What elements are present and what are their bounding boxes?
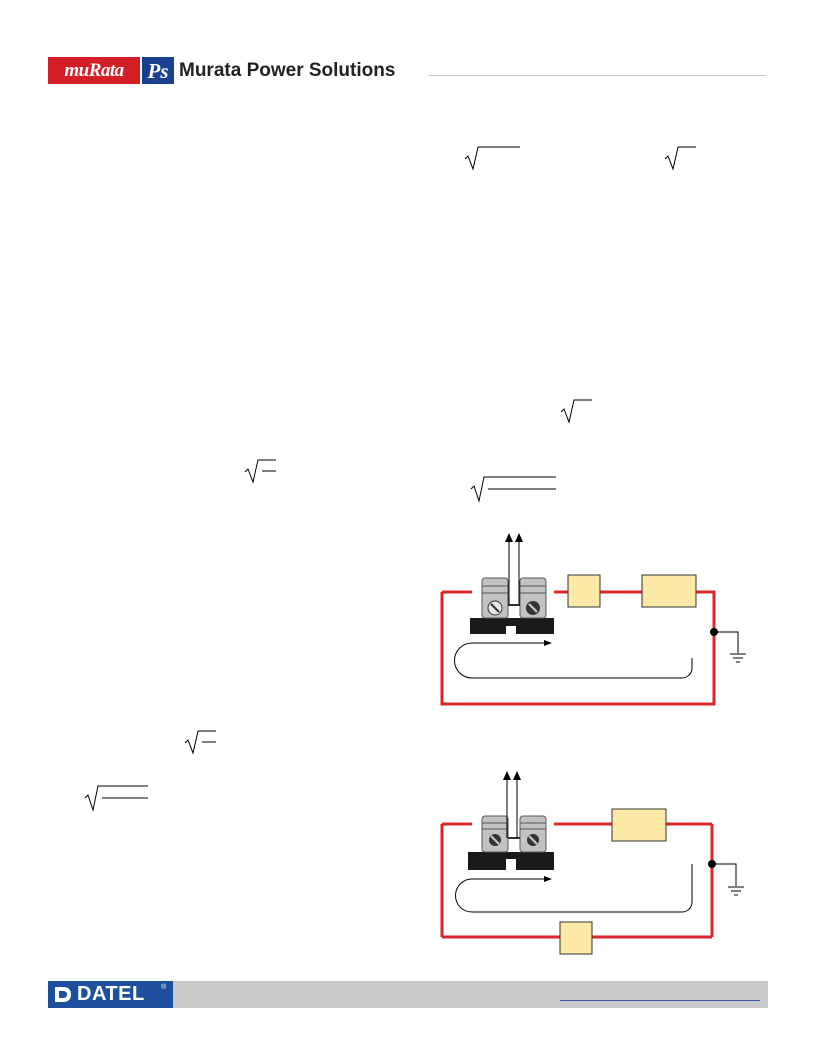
component-box <box>641 574 697 608</box>
datel-logo: DATEL ® <box>48 981 173 1008</box>
component-box <box>559 921 593 955</box>
circuit-wire <box>440 590 716 706</box>
datel-mark-icon <box>55 987 71 1002</box>
radical-sign-icon <box>560 399 592 424</box>
circuit-diagram-1 <box>440 533 746 706</box>
current-probe-icon <box>468 815 554 870</box>
page-header: muRata Ps Murata Power Solutions <box>0 0 816 100</box>
footer-link-underline[interactable] <box>560 1000 760 1001</box>
radical-sign-icon <box>184 730 216 755</box>
radical-sign-icon <box>84 785 148 812</box>
radical-sign-icon <box>244 459 276 484</box>
murata-logo: muRata <box>48 57 140 84</box>
registered-mark: ® <box>161 984 167 991</box>
ps-logo: Ps <box>142 57 174 84</box>
datel-wordmark: DATEL <box>77 983 145 1005</box>
radical-sign-icon <box>664 146 696 171</box>
header-rule <box>428 75 766 76</box>
current-probe-icon <box>470 577 554 636</box>
radical-sign-icon <box>470 476 556 503</box>
circuit-diagram-2 <box>440 771 744 955</box>
company-name: Murata Power Solutions <box>179 60 396 81</box>
page-footer: DATEL ® <box>48 981 768 1008</box>
component-box <box>611 808 667 842</box>
ground-symbol-icon <box>730 653 746 663</box>
radical-sign-icon <box>464 146 520 171</box>
ground-symbol-icon <box>728 886 744 896</box>
component-box <box>567 574 601 608</box>
